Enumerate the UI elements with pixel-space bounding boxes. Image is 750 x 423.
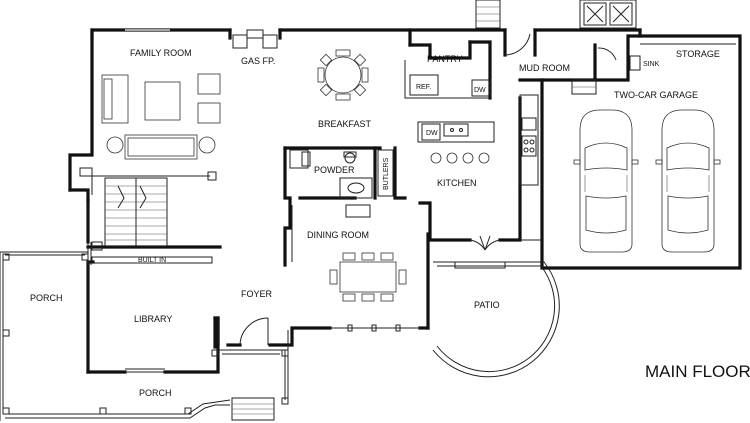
dining-table bbox=[329, 252, 407, 302]
label-library: LIBRARY bbox=[134, 314, 172, 324]
label-dw-kitchen: DW bbox=[426, 130, 438, 137]
kitchen-fixtures bbox=[409, 74, 539, 251]
label-foyer: FOYER bbox=[241, 289, 273, 299]
breakfast-table bbox=[317, 49, 369, 101]
label-sink: SINK bbox=[643, 61, 660, 68]
label-pantry: PANTRY bbox=[427, 54, 463, 64]
label-dining-room: DINING ROOM bbox=[307, 230, 369, 240]
room-labels: FAMILY ROOM GAS FP. BREAKFAST PANTRY MUD… bbox=[30, 48, 750, 398]
powder-fixtures bbox=[289, 149, 394, 218]
left-porch bbox=[0, 251, 89, 421]
label-porch-left: PORCH bbox=[30, 293, 63, 303]
family-room-furniture bbox=[101, 28, 282, 160]
patio bbox=[432, 261, 560, 378]
label-butlers: BUTLERS bbox=[383, 157, 390, 190]
label-breakfast: BREAKFAST bbox=[318, 119, 372, 129]
label-porch-front: PORCH bbox=[139, 388, 172, 398]
label-two-car-garage: TWO-CAR GARAGE bbox=[614, 90, 698, 100]
stairs bbox=[79, 167, 217, 251]
label-storage: STORAGE bbox=[676, 49, 720, 59]
label-patio: PATIO bbox=[474, 300, 500, 310]
car-left bbox=[573, 109, 639, 253]
plan-title: MAIN FLOOR bbox=[645, 362, 750, 381]
label-dw-pantry: DW bbox=[474, 87, 486, 94]
label-mud-room: MUD ROOM bbox=[519, 63, 570, 73]
label-gas-fp: GAS FP. bbox=[241, 56, 275, 66]
front-porch bbox=[5, 330, 289, 421]
mud-room-garage bbox=[475, 0, 736, 253]
label-built-in: BUILT IN bbox=[138, 257, 166, 264]
label-family-room: FAMILY ROOM bbox=[130, 48, 192, 58]
label-ref: REF. bbox=[416, 84, 431, 91]
doors-windows bbox=[87, 29, 542, 373]
car-right bbox=[655, 109, 721, 253]
label-powder: POWDER bbox=[314, 165, 355, 175]
label-kitchen: KITCHEN bbox=[437, 178, 477, 188]
